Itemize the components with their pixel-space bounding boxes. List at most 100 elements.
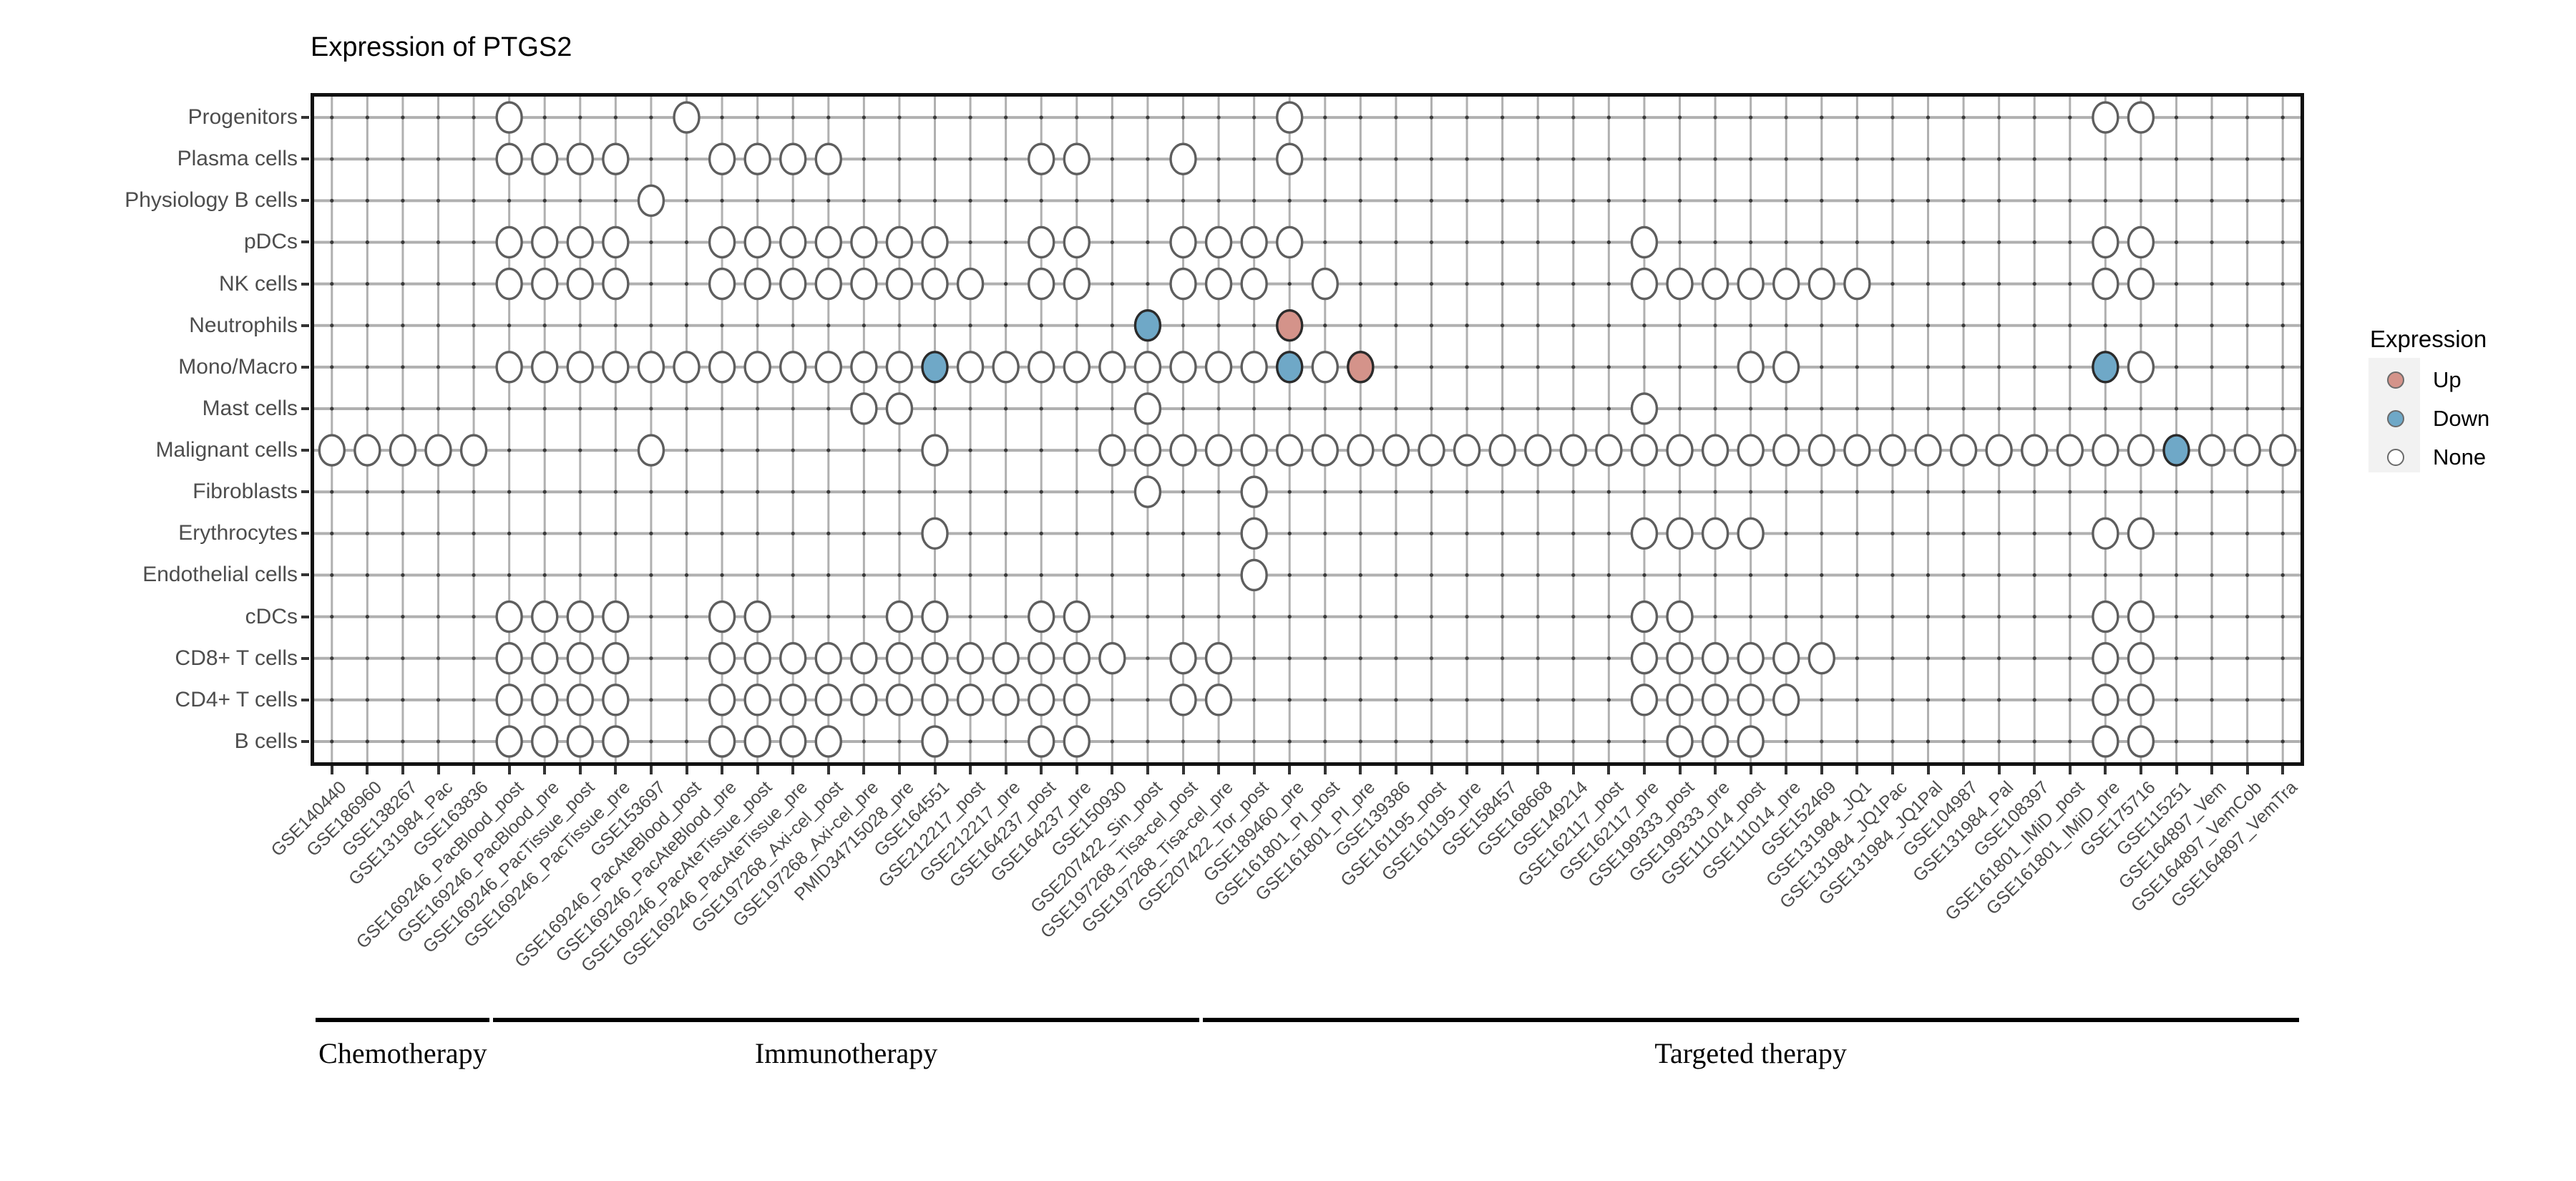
x-axis-tick (1501, 766, 1504, 774)
x-axis-tick (1749, 766, 1752, 774)
y-axis-tick (301, 324, 309, 327)
legend-item-label: Down (2433, 406, 2490, 431)
y-axis-label: Erythrocytes (178, 521, 298, 545)
x-axis-tick (1536, 766, 1540, 774)
y-axis-tick (301, 615, 309, 618)
y-axis-label: Physiology B cells (125, 188, 298, 213)
x-axis-tick (791, 766, 795, 774)
x-axis-tick (507, 766, 511, 774)
x-axis-tick (2175, 766, 2178, 774)
x-axis-tick (1890, 766, 1894, 774)
y-axis-label: Progenitors (187, 105, 298, 130)
y-axis-label: CD4+ T cells (175, 687, 298, 711)
x-axis-tick (1820, 766, 1823, 774)
y-axis-label: CD8+ T cells (175, 646, 298, 670)
x-axis-tick (1288, 766, 1292, 774)
x-axis-tick (614, 766, 618, 774)
x-axis-tick (1714, 766, 1717, 774)
group-bracket-line (316, 1018, 490, 1022)
x-axis-tick (1111, 766, 1114, 774)
x-axis-tick (543, 766, 547, 774)
x-axis-tick (2245, 766, 2249, 774)
y-axis-label: cDCs (245, 604, 298, 628)
legend-swatch-icon (2387, 410, 2404, 427)
x-axis-tick (756, 766, 759, 774)
y-axis-tick (301, 365, 309, 369)
y-axis-tick (301, 490, 309, 494)
x-axis-tick (1465, 766, 1469, 774)
x-axis-tick (2210, 766, 2214, 774)
x-axis-tick (1571, 766, 1575, 774)
x-axis-tick (2033, 766, 2036, 774)
x-axis-tick (1146, 766, 1149, 774)
x-axis-tick (436, 766, 440, 774)
x-axis-tick (1394, 766, 1397, 774)
x-axis-tick (366, 766, 369, 774)
x-axis-tick (826, 766, 830, 774)
x-axis-tick (2281, 766, 2285, 774)
x-axis-tick (2104, 766, 2107, 774)
y-axis-label: Plasma cells (177, 147, 298, 171)
x-axis-tick (1323, 766, 1327, 774)
group-bracket-label: Targeted therapy (1654, 1037, 1847, 1069)
x-axis-tick (1926, 766, 1930, 774)
x-axis-tick (1359, 766, 1362, 774)
legend-swatch-icon (2387, 449, 2404, 466)
y-axis-tick (301, 157, 309, 161)
y-axis-label: B cells (234, 729, 298, 753)
legend-item-label: Up (2433, 367, 2462, 392)
x-axis-tick (897, 766, 901, 774)
y-axis-tick (301, 739, 309, 743)
y-axis-tick (301, 407, 309, 410)
legend-item-label: None (2433, 444, 2487, 470)
x-axis-tick (1642, 766, 1646, 774)
x-axis-tick (1004, 766, 1008, 774)
y-axis-label: Endothelial cells (142, 563, 298, 587)
y-axis-label: Malignant cells (155, 438, 298, 462)
legend-swatch-icon (2387, 371, 2404, 389)
y-axis-tick (301, 449, 309, 452)
x-axis-tick (721, 766, 724, 774)
y-axis-tick (301, 698, 309, 701)
x-axis-tick (1855, 766, 1859, 774)
y-axis-label: NK cells (218, 271, 298, 296)
x-axis-tick (862, 766, 866, 774)
y-axis-tick (301, 240, 309, 244)
group-bracket-line (1202, 1018, 2299, 1022)
x-axis-tick (969, 766, 972, 774)
x-axis-tick (330, 766, 333, 774)
x-axis-tick (1607, 766, 1611, 774)
x-axis-tick (1785, 766, 1788, 774)
x-axis-tick (1997, 766, 2001, 774)
expression-dots-layer (318, 101, 2297, 758)
y-axis-label: Mono/Macro (178, 354, 298, 379)
y-axis-label: Fibroblasts (192, 480, 298, 504)
y-axis-tick (301, 656, 309, 660)
y-axis-tick (301, 116, 309, 120)
x-axis-tick (1252, 766, 1256, 774)
group-bracket-label: Chemotherapy (318, 1037, 487, 1069)
x-axis-tick (933, 766, 937, 774)
dotplot-panel (311, 93, 2304, 766)
x-axis-tick (578, 766, 582, 774)
y-axis-tick (301, 199, 309, 203)
x-axis-tick (401, 766, 404, 774)
group-bracket-line (493, 1018, 1199, 1022)
group-bracket-label: Immunotherapy (754, 1037, 938, 1069)
x-axis-tick (1075, 766, 1078, 774)
x-axis-tick (685, 766, 688, 774)
x-axis-tick (1962, 766, 1966, 774)
x-axis-tick (2139, 766, 2142, 774)
y-axis-label: Neutrophils (189, 313, 298, 337)
x-axis-tick (1217, 766, 1221, 774)
x-axis-tick (1181, 766, 1185, 774)
legend-title: Expression (2370, 326, 2487, 352)
x-axis-tick (1430, 766, 1433, 774)
y-axis-tick (301, 282, 309, 286)
x-axis-tick (649, 766, 653, 774)
page-title: Expression of PTGS2 (311, 32, 572, 62)
y-axis-tick (301, 532, 309, 535)
y-axis-label: Mast cells (202, 396, 298, 420)
y-axis-label: pDCs (243, 230, 298, 254)
